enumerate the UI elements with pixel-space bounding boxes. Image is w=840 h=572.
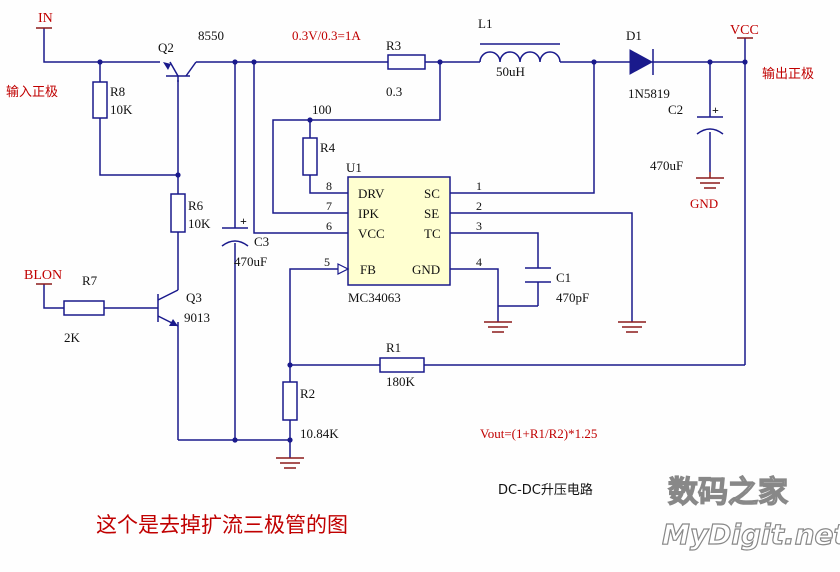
net-label-blon: BLON [24, 268, 62, 283]
net-label-gnd: GND [690, 196, 718, 211]
pin-name-tc: TC [424, 226, 441, 241]
current-limit-note: 0.3V/0.3=1A [292, 28, 361, 43]
pin-num-6: 6 [326, 219, 332, 233]
caption-text: 这个是去掉扩流三极管的图 [96, 513, 348, 537]
pin-num-2: 2 [476, 199, 482, 213]
formula-note: Vout=(1+R1/R2)*1.25 [480, 426, 597, 441]
net-ports [36, 27, 753, 285]
pin-num-8: 8 [326, 179, 332, 193]
resistor-r7 [63, 300, 105, 316]
output-positive-label: 输出正极 [762, 66, 814, 82]
pin-name-ipk: IPK [358, 206, 380, 221]
l1-value: 50uH [496, 64, 525, 79]
net-label-in: IN [38, 11, 53, 26]
transistor-q2 [163, 61, 197, 82]
q3-ref: Q3 [186, 290, 202, 305]
resistor-r1 [379, 357, 425, 373]
pin-name-fb: FB [360, 262, 376, 277]
resistor-r6 [170, 193, 186, 233]
pin-name-sc: SC [424, 186, 440, 201]
pin-num-3: 3 [476, 219, 482, 233]
svg-text:+: + [712, 103, 719, 117]
pin-num-7: 7 [326, 199, 332, 213]
junctions [97, 59, 748, 443]
resistor-r2 [282, 381, 298, 421]
resistor-r4 [302, 137, 318, 176]
r2-value: 10.84K [300, 426, 339, 441]
pin-num-4: 4 [476, 255, 482, 269]
input-positive-label: 输入正极 [6, 84, 58, 100]
r1-value: 180K [386, 374, 416, 389]
capacitor-c1 [525, 267, 551, 283]
r6-ref: R6 [188, 198, 204, 213]
r8-value: 10K [110, 102, 133, 117]
watermark: 数码之家 MyDigit.net [661, 474, 840, 551]
r6-value: 10K [188, 216, 211, 231]
watermark-cn: 数码之家 [668, 475, 788, 510]
d1-value: 1N5819 [628, 86, 670, 101]
l1-ref: L1 [478, 16, 492, 31]
ground-symbols [276, 172, 724, 469]
r7-value: 2K [64, 330, 81, 345]
u1-ref: U1 [346, 160, 362, 175]
r8-ref: R8 [110, 84, 125, 99]
net-label-vcc: VCC [730, 23, 759, 38]
u1-part: MC34063 [348, 290, 401, 305]
capacitor-c3: + [221, 214, 249, 247]
c2-ref: C2 [668, 102, 683, 117]
q2-ref: Q2 [158, 40, 174, 55]
inductor-l1 [479, 43, 561, 63]
d1-ref: D1 [626, 28, 642, 43]
capacitor-c2: + [696, 103, 724, 135]
wires [43, 28, 746, 458]
watermark-en: MyDigit.net [662, 518, 840, 551]
pin-num-1: 1 [476, 179, 482, 193]
c1-value: 470pF [556, 290, 589, 305]
r1-ref: R1 [386, 340, 401, 355]
q2-value: 8550 [198, 28, 224, 43]
c3-value: 470uF [234, 254, 267, 269]
labels: IN VCC BLON GND 输入正极 输出正极 Q2 8550 Q3 901… [6, 11, 814, 537]
pin-name-drv: DRV [358, 186, 385, 201]
pin-num-5: 5 [324, 255, 330, 269]
diode-d1 [629, 49, 660, 75]
r4-value: 100 [312, 102, 332, 117]
r7-ref: R7 [82, 273, 98, 288]
transistor-q3 [157, 289, 179, 327]
c3-ref: C3 [254, 234, 269, 249]
q3-value: 9013 [184, 310, 210, 325]
r4-ref: R4 [320, 140, 336, 155]
pin-name-vcc: VCC [358, 226, 385, 241]
c1-ref: C1 [556, 270, 571, 285]
r3-ref: R3 [386, 38, 401, 53]
r3-value: 0.3 [386, 84, 402, 99]
ic-u1 [337, 176, 451, 286]
pin-name-gnd: GND [412, 262, 440, 277]
resistor-r8 [92, 81, 108, 119]
c2-value: 470uF [650, 158, 683, 173]
r2-ref: R2 [300, 386, 315, 401]
pin-name-se: SE [424, 206, 439, 221]
circuit-title: DC-DC升压电路 [498, 482, 593, 498]
resistor-r3 [387, 54, 426, 70]
svg-text:+: + [240, 214, 247, 228]
